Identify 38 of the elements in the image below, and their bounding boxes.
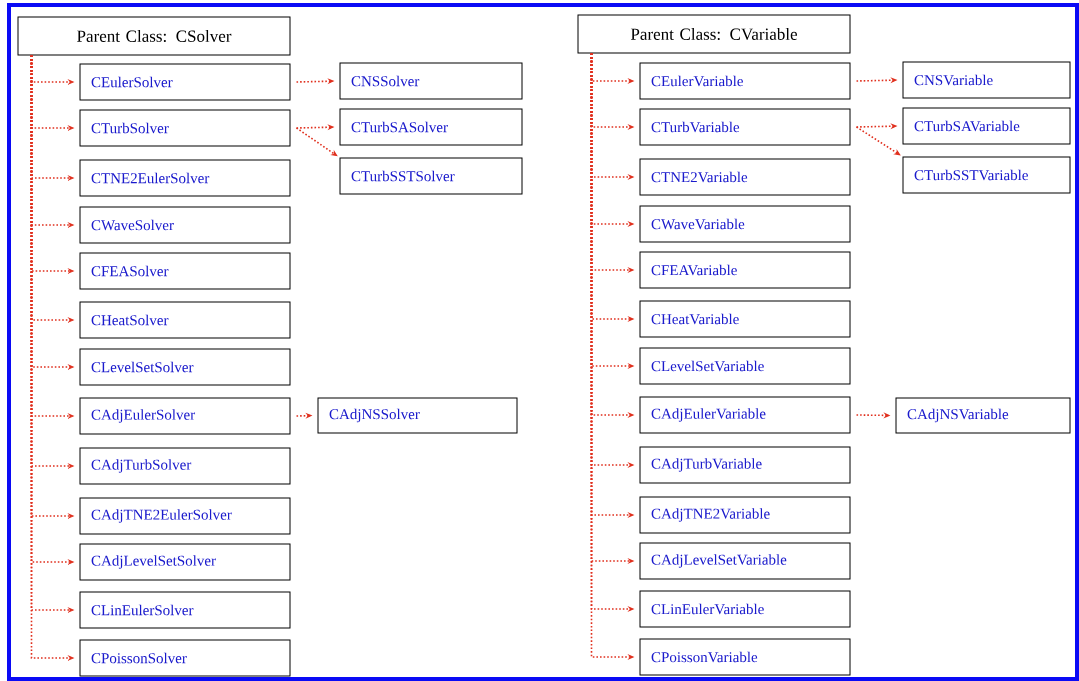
class-box: CPoissonSolver [79, 639, 291, 677]
class-box: CTurbSolver [79, 109, 291, 147]
class-box: CTurbSSTSolver [339, 157, 523, 195]
class-box: CLevelSetSolver [79, 348, 291, 386]
class-box: CFEASolver [79, 252, 291, 290]
arrow [855, 126, 901, 156]
class-box: CLevelSetVariable [639, 347, 851, 385]
class-box: CTurbSSTVariable [902, 156, 1071, 194]
class-box: CAdjLevelSetSolver [79, 543, 291, 581]
parent-class-box: Parent Class: CSolver [17, 16, 291, 56]
class-box: CTNE2Variable [639, 158, 851, 196]
class-box: CAdjLevelSetVariable [639, 542, 851, 580]
class-box: CNSSolver [339, 62, 523, 100]
class-box: CAdjTurbVariable [639, 446, 851, 484]
class-box: CHeatSolver [79, 301, 291, 339]
class-box: CAdjTurbSolver [79, 447, 291, 485]
class-box: CTurbSASolver [339, 108, 523, 146]
class-box: CWaveSolver [79, 206, 291, 244]
class-box: CAdjTNE2EulerSolver [79, 497, 291, 535]
class-box: CNSVariable [902, 61, 1071, 99]
class-box: CLinEulerSolver [79, 591, 291, 629]
class-box: CEulerVariable [639, 62, 851, 100]
class-box: CTurbVariable [639, 108, 851, 146]
class-box: CWaveVariable [639, 205, 851, 243]
parent-class-box: Parent Class: CVariable [577, 14, 851, 54]
class-box: CTurbSAVariable [902, 107, 1071, 145]
arrow [295, 127, 338, 157]
class-box: CLinEulerVariable [639, 590, 851, 628]
class-box: CPoissonVariable [639, 638, 851, 676]
class-box: CEulerSolver [79, 63, 291, 101]
class-box: CAdjTNE2Variable [639, 496, 851, 534]
class-box: CHeatVariable [639, 300, 851, 338]
class-box: CAdjEulerSolver [79, 397, 291, 435]
class-box: CAdjEulerVariable [639, 396, 851, 434]
class-box: CTNE2EulerSolver [79, 159, 291, 197]
class-box: CAdjNSVariable [895, 397, 1071, 434]
class-box: CAdjNSSolver [317, 397, 518, 434]
class-box: CFEAVariable [639, 251, 851, 289]
